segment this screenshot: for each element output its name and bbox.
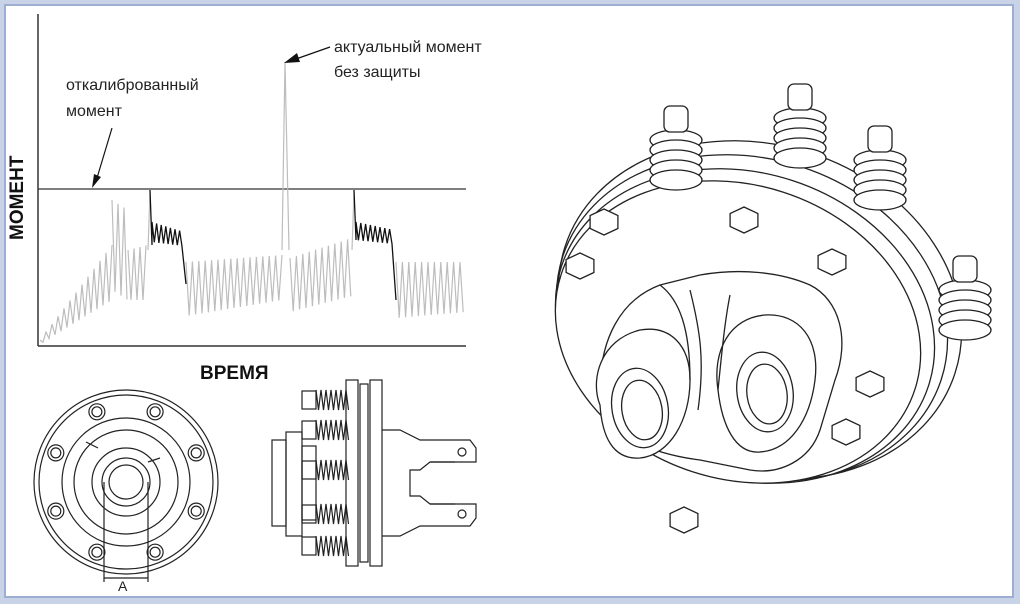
spring-coil	[938, 319, 992, 341]
bolt-head	[50, 447, 62, 459]
spring-coil	[649, 169, 703, 191]
spring-cap-nut	[952, 255, 978, 283]
bolt-head	[47, 444, 65, 462]
actual-label-line2: без защиты	[334, 64, 421, 81]
y-axis-label: МОМЕНТ	[7, 155, 28, 240]
spring	[315, 389, 350, 411]
bolt-head	[146, 543, 164, 561]
side-view-drawing	[271, 379, 477, 567]
bolt-head	[187, 444, 205, 462]
spring	[315, 503, 350, 525]
torque-graph	[37, 14, 466, 347]
protected-torque-signal	[149, 189, 397, 301]
bolt-head	[149, 546, 161, 558]
dimension-a-label: A	[118, 578, 128, 594]
bolt-head	[190, 505, 202, 517]
front-view-drawing	[33, 389, 219, 582]
spring	[315, 535, 350, 557]
bolt-head	[187, 502, 205, 520]
bolt-head	[88, 543, 106, 561]
nut	[301, 460, 317, 480]
calibrated-arrow-head	[92, 174, 101, 188]
bolt-head	[146, 403, 164, 421]
spring-coil	[773, 147, 827, 169]
hex-nut	[589, 208, 619, 236]
spring-cap-nut	[867, 125, 893, 153]
bolt-head	[91, 546, 103, 558]
hex-nut	[817, 248, 847, 276]
spring-cap-nut	[663, 105, 689, 133]
isometric-view-drawing	[554, 83, 992, 534]
unprotected-torque-signal	[39, 61, 464, 344]
spring	[315, 419, 350, 441]
spring-cap-nut	[787, 83, 813, 111]
actual-arrow	[295, 46, 331, 60]
actual-arrow-head	[284, 53, 300, 63]
hex-nut	[669, 506, 699, 534]
bolt-head	[190, 447, 202, 459]
calibrated-label-line1: откалиброванный	[66, 77, 199, 94]
hex-nut	[565, 252, 595, 280]
bolt-head	[149, 406, 161, 418]
actual-label-line1: актуальный момент	[334, 39, 482, 56]
hex-nut	[831, 418, 861, 446]
nut	[301, 390, 317, 410]
spring	[315, 459, 350, 481]
calibrated-label-line2: момент	[66, 103, 122, 120]
bolt-head	[91, 406, 103, 418]
x-axis-label: ВРЕМЯ	[200, 363, 269, 384]
bolt-head	[88, 403, 106, 421]
bolt-head	[50, 505, 62, 517]
hex-nut	[855, 370, 885, 398]
hex-nut	[729, 206, 759, 234]
spring-coil	[853, 189, 907, 211]
calibrated-arrow	[96, 127, 113, 179]
nut	[301, 504, 317, 524]
bolt-head	[47, 502, 65, 520]
nut	[301, 536, 317, 556]
nut	[301, 420, 317, 440]
